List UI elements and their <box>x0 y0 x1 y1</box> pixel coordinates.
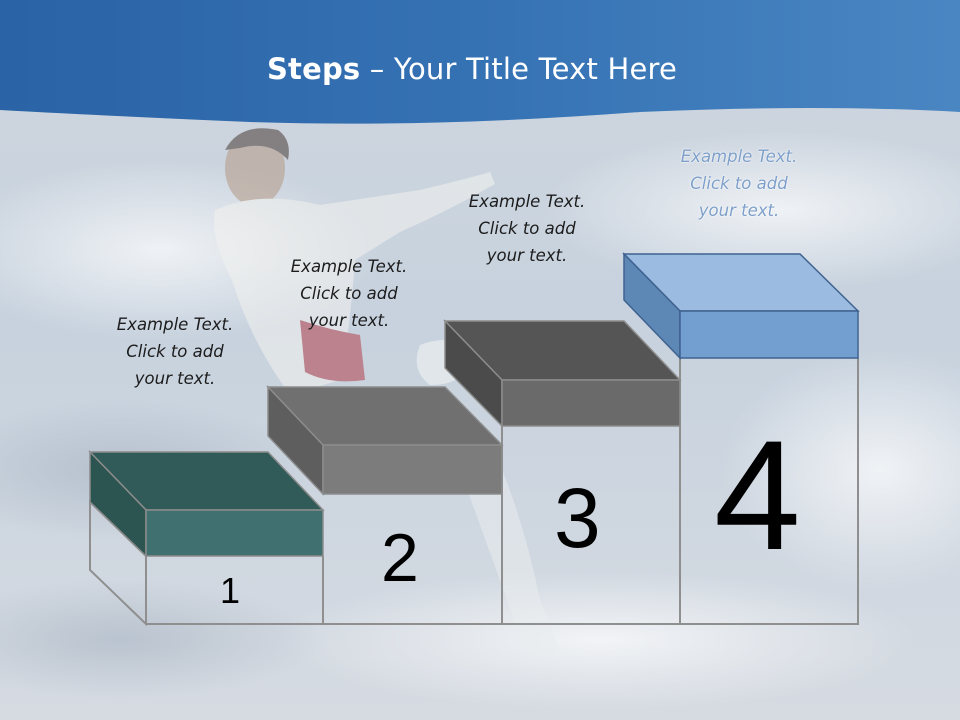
step-number-1: 1 <box>220 570 241 611</box>
step-2-text-placeholder[interactable]: Example Text. Click to add your text. <box>259 253 439 334</box>
step-block-1 <box>88 450 325 558</box>
step-1-line-2: Click to add <box>126 342 224 361</box>
step-3-line-3: your text. <box>486 246 568 265</box>
step-2-line-2: Click to add <box>300 284 398 303</box>
step-3-line-2: Click to add <box>478 219 576 238</box>
cloud <box>280 570 920 710</box>
step-4-text-placeholder[interactable]: Example Text. Click to add your text. <box>649 143 829 224</box>
cloud <box>720 350 960 590</box>
step-block-3 <box>443 319 682 428</box>
step-2-line-3: your text. <box>308 311 390 330</box>
title-bold-word: Steps <box>266 52 361 86</box>
step-4-line-1: Example Text. <box>680 147 798 166</box>
step-1-text-placeholder[interactable]: Example Text. Click to add your text. <box>85 311 265 392</box>
step-2-line-1: Example Text. <box>290 257 408 276</box>
title-text: – Your Title Text Here <box>360 52 678 86</box>
header-band <box>0 0 960 124</box>
step-1-line-3: your text. <box>134 369 216 388</box>
step-number-4: 4 <box>714 409 801 583</box>
step-4-line-2: Click to add <box>690 174 788 193</box>
slide-title[interactable]: Steps – Your Title Text Here <box>0 52 944 86</box>
step-4-line-3: your text. <box>698 201 780 220</box>
step-number-2: 2 <box>381 520 419 596</box>
step-number-3: 3 <box>554 471 601 565</box>
cloud-shadow <box>0 580 320 700</box>
step-3-text-placeholder[interactable]: Example Text. Click to add your text. <box>437 188 617 269</box>
step-block-2 <box>266 385 504 496</box>
step-3-line-1: Example Text. <box>468 192 586 211</box>
step-block-4 <box>622 252 860 360</box>
cloud <box>540 130 960 290</box>
step-1-line-1: Example Text. <box>116 315 234 334</box>
